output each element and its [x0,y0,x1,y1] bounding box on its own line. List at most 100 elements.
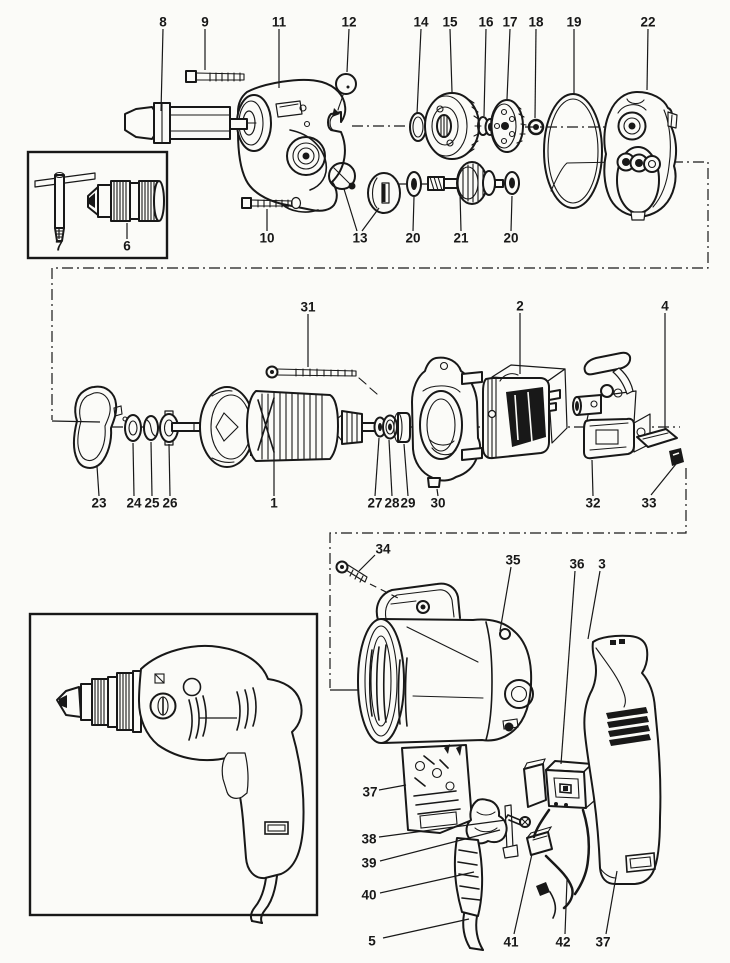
selector-dial-13-drawing [328,162,401,214]
chuck-6-drawing [87,180,165,222]
part-leader-15 [449,28,453,93]
screw-9-drawing [185,70,245,83]
screw-38-drawing [505,814,531,828]
part-leader-26 [168,443,171,497]
part-leader-38 [378,819,507,838]
part-label-17: 17 [502,15,517,30]
part-leader-37a [378,784,407,791]
part-label-4: 4 [661,299,669,314]
cord-guard-40-drawing [453,837,484,917]
washer-20a-drawing [406,171,422,197]
chuck-inset-box [26,150,169,260]
screw-10-drawing [241,197,293,209]
part-leader-36 [560,570,576,765]
part-label-21: 21 [453,231,469,246]
ball-12-drawing [335,73,357,95]
wave-washer-25-drawing [143,415,159,441]
field-stator-2-drawing [482,364,568,460]
part-label-30: 30 [430,496,445,511]
part-label-20b: 20 [503,231,518,246]
part-leader-5 [382,918,470,939]
wires-42-drawing [532,808,591,919]
part-leader-13-1 [361,207,380,232]
switch-36-drawing [523,758,595,809]
part-label-9: 9 [201,15,209,30]
part-leader-42 [564,879,568,935]
part-label-27: 27 [367,496,382,511]
part-label-26: 26 [162,496,178,511]
part-label-23: 23 [91,496,107,511]
baffle-23-drawing [73,385,128,469]
part-leader-8 [160,28,164,112]
chuck-key-7-drawing [34,171,96,242]
part-leader-28 [388,439,393,497]
bearing-28-drawing [382,414,398,440]
part-leader-27 [374,437,380,497]
part-label-22: 22 [640,15,655,30]
gear-housing-drawing [236,78,347,213]
part-label-11: 11 [272,15,287,30]
nut-18-drawing [527,118,545,136]
part-leader-34 [358,554,376,572]
assembled-drill-drawing [56,645,305,924]
part-label-38: 38 [361,832,377,847]
part-leader-20a [412,196,415,232]
part-leader-23 [96,465,100,497]
bracket-plate-drawing [636,428,678,448]
part-leader-30 [436,488,439,497]
part-label-5: 5 [368,934,376,949]
spindle-8-drawing [124,102,248,144]
part-label-25: 25 [144,496,160,511]
part-leader-20b [510,195,513,232]
screw-34-drawing [335,560,399,599]
part-leader-22 [646,28,649,91]
part-leader-3 [587,570,601,640]
part-label-15: 15 [442,15,458,30]
reversing-lever-4-drawing [572,351,634,416]
handle-inner-37-drawing [401,744,473,834]
clutch-gear-15-drawing [424,92,482,160]
cord-5-drawing [462,913,484,951]
handle-housing-3-drawing [583,634,662,885]
part-leader-17 [506,28,511,100]
part-label-34: 34 [375,542,391,557]
part-label-12: 12 [341,15,356,30]
washer-24-drawing [124,414,142,442]
gear-17-drawing [490,99,527,153]
part-label-29: 29 [400,496,415,511]
part-label-28: 28 [384,496,400,511]
oring-14-drawing [409,112,427,142]
part-leader-25 [150,441,153,497]
part-leader-37b [605,870,618,935]
armature-1-drawing [171,386,377,468]
part-label-10: 10 [259,231,274,246]
part-leader-39 [379,829,501,862]
part-label-1: 1 [270,496,278,511]
part-label-33: 33 [641,496,657,511]
part-leader-29 [403,443,409,497]
washer-20b-drawing [504,171,520,195]
clip-33-drawing [669,448,684,466]
part-label-16: 16 [478,15,494,30]
part-label-24: 24 [126,496,142,511]
part-leader-16 [483,28,487,117]
screw-31-drawing [265,365,378,395]
part-label-35: 35 [505,553,521,568]
part-label-31: 31 [300,300,316,315]
part-label-19: 19 [566,15,581,30]
part-label-14: 14 [413,15,429,30]
part-label-20a: 20 [405,231,420,246]
part-label-41: 41 [503,935,519,950]
axis-centerlines [112,125,680,428]
part-label-3: 3 [598,557,606,572]
gasket-19-drawing [543,93,603,209]
part-leader-35 [499,566,512,632]
assembled-drill-inset-box [28,612,319,924]
part-label-42: 42 [555,935,570,950]
motor-housing-35-drawing [357,582,534,744]
part-leader-21 [459,192,462,232]
gear-cover-22-drawing [603,91,678,221]
